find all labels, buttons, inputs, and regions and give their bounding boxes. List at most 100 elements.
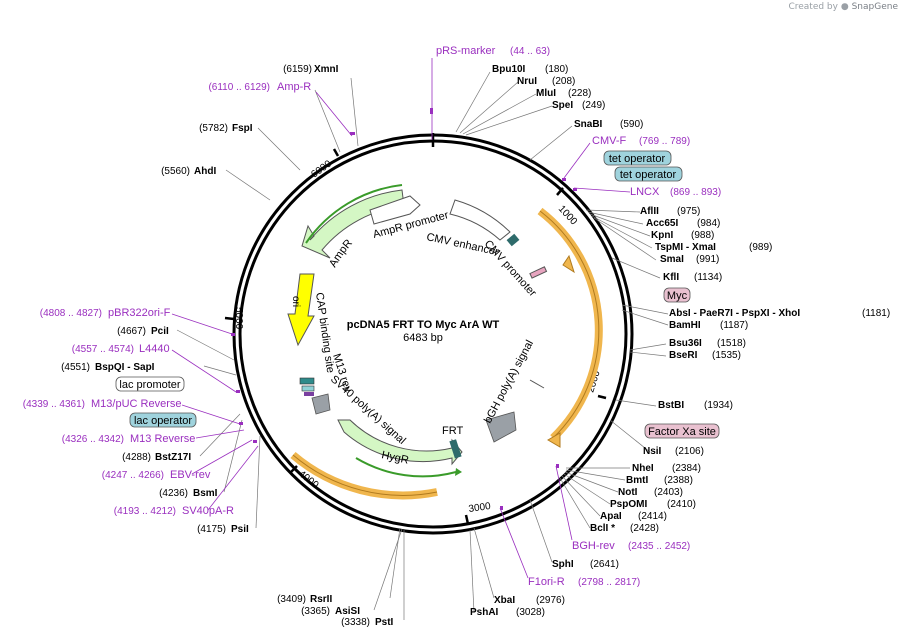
site-noti[interactable]: NotI(2403) <box>618 487 683 498</box>
site-rsrii[interactable]: (3409)RsrII <box>277 594 332 605</box>
primer-ebv-rev[interactable]: (4247 .. 4266)EBV-rev <box>102 469 211 481</box>
primer-bgh-rev[interactable]: BGH-rev (2435 .. 2452) <box>572 540 690 552</box>
svg-text:(590): (590) <box>620 119 643 130</box>
svg-text:(988): (988) <box>691 230 714 241</box>
frt-feature[interactable] <box>449 439 462 459</box>
svg-text:(2641): (2641) <box>590 559 619 570</box>
site-pshai[interactable]: PshAI(3028) <box>470 607 545 618</box>
myc-tag-feature[interactable] <box>529 266 548 279</box>
primer-amp-r[interactable]: (6110 .. 6129)Amp-R <box>208 81 311 93</box>
svg-text:XmnI: XmnI <box>314 64 339 75</box>
svg-text:(2403): (2403) <box>654 487 683 498</box>
svg-text:XbaI: XbaI <box>494 595 515 606</box>
svg-text:KflI: KflI <box>663 272 679 283</box>
site-bcli[interactable]: BclI *(2428) <box>590 523 659 534</box>
svg-text:(3409): (3409) <box>277 594 306 605</box>
ampr-promoter-feature[interactable] <box>369 195 421 225</box>
site-kfli[interactable]: KflI(1134) <box>663 272 722 283</box>
plasmid-name: pcDNA5 FRT TO Myc ArA WT <box>347 319 500 331</box>
bgh-polya-label: bGH poly(A) signal <box>482 338 536 425</box>
svg-text:pBR322ori-F: pBR322ori-F <box>108 307 171 319</box>
hygr-feature[interactable] <box>337 419 463 466</box>
primer-f1ori-r[interactable]: F1ori-R(2798 .. 2817) <box>528 576 640 588</box>
primer-markers <box>231 108 577 510</box>
svg-text:Bsu36I: Bsu36I <box>669 338 702 349</box>
site-bseri[interactable]: BseRI(1535) <box>669 350 741 361</box>
site-bpu10i[interactable]: Bpu10I(180) <box>492 64 568 75</box>
site-nhei[interactable]: NheI(2384) <box>632 463 701 474</box>
primer-cmv-f[interactable]: CMV-F(769 .. 789) <box>592 135 690 147</box>
cmv-promoter-feature[interactable] <box>506 233 520 247</box>
svg-text:SmaI: SmaI <box>660 254 684 265</box>
svg-text:(2106): (2106) <box>675 446 704 457</box>
site-bstz17i[interactable]: (4288)BstZ17I <box>122 452 191 463</box>
svg-text:LNCX: LNCX <box>630 186 660 198</box>
svg-text:BsmI: BsmI <box>193 488 218 499</box>
site-sphi[interactable]: SphI(2641) <box>552 559 619 570</box>
site-bstbi[interactable]: BstBI(1934) <box>658 400 733 411</box>
site-tspmi-xmai[interactable]: TspMI - XmaI(989) <box>655 242 772 253</box>
svg-text:FspI: FspI <box>232 123 253 134</box>
primer-prs-marker[interactable]: pRS-marker(44 .. 63) <box>436 45 550 57</box>
box-myc[interactable]: Myc <box>663 287 691 303</box>
site-psti[interactable]: (3338)PstI <box>341 617 393 628</box>
box-tet-operator-1[interactable]: tet operator <box>603 150 672 166</box>
site-bspqi-sapi[interactable]: (4551)BspQI - SapI <box>61 362 155 373</box>
site-asisi[interactable]: (3365)AsiSI <box>301 606 360 617</box>
svg-text:L4440: L4440 <box>139 343 170 355</box>
site-xbai[interactable]: XbaI(2976) <box>494 595 565 606</box>
site-pspomi[interactable]: PspOMI(2410) <box>610 499 696 510</box>
tick-label-5000: 5000 <box>233 307 244 330</box>
site-spei[interactable]: SpeI(249) <box>552 100 605 111</box>
site-kpni[interactable]: KpnI(988) <box>651 230 714 241</box>
site-pcii[interactable]: (4667)PciI <box>117 326 169 337</box>
site-smai[interactable]: SmaI(991) <box>660 254 719 265</box>
hygr-label: HygR <box>380 449 409 466</box>
site-bsmi[interactable]: (4236)BsmI <box>159 488 218 499</box>
site-nsii[interactable]: NsiI(2106) <box>643 446 704 457</box>
svg-text:SnaBI: SnaBI <box>574 119 603 130</box>
bgh-polya-feature[interactable] <box>485 411 517 443</box>
primer-m13-puc-reverse[interactable]: (4339 .. 4361)M13/pUC Reverse <box>23 398 182 410</box>
site-nrui[interactable]: NruI(208) <box>517 76 575 87</box>
site-psii[interactable]: (4175)PsiI <box>197 524 249 535</box>
site-aflii[interactable]: AflII(975) <box>640 206 700 217</box>
site-ahdi[interactable]: (5560)AhdI <box>161 166 216 177</box>
site-snabi[interactable]: SnaBI (590) <box>574 119 643 130</box>
tick-label-3000: 3000 <box>468 501 492 515</box>
primer-m13-reverse[interactable]: (4326 .. 4342)M13 Reverse <box>62 433 196 445</box>
svg-text:(2384): (2384) <box>672 463 701 474</box>
svg-text:(4339 .. 4361): (4339 .. 4361) <box>23 399 85 410</box>
site-bsu36i[interactable]: Bsu36I(1518) <box>669 338 746 349</box>
site-bamhi[interactable]: BamHI(1187) <box>669 320 748 331</box>
site-fspi[interactable]: (5782)FspI <box>199 123 253 134</box>
box-lac-operator[interactable]: lac operator <box>129 412 197 428</box>
svg-text:(2435 .. 2452): (2435 .. 2452) <box>628 541 690 552</box>
box-factor-xa-site[interactable]: Factor Xa site <box>644 423 720 439</box>
svg-text:Acc65I: Acc65I <box>646 218 678 229</box>
primer-l4440[interactable]: (4557 .. 4574)L4440 <box>72 343 170 355</box>
svg-text:BstZ17I: BstZ17I <box>155 452 191 463</box>
svg-text:BGH-rev: BGH-rev <box>572 540 615 552</box>
lac-operator-feature[interactable] <box>299 377 315 385</box>
svg-text:BmtI: BmtI <box>626 475 648 486</box>
primer-lncx[interactable]: LNCX(869 .. 893) <box>630 186 721 198</box>
svg-text:(180): (180) <box>545 64 568 75</box>
primer-sv40pa-r[interactable]: (4193 .. 4212)SV40pA-R <box>114 505 234 517</box>
box-tet-operator-2[interactable]: tet operator <box>614 166 683 182</box>
site-mlui[interactable]: MluI(228) <box>536 88 591 99</box>
site-apai[interactable]: ApaI(2414) <box>600 511 667 522</box>
box-lac-promoter[interactable]: lac promoter <box>115 376 185 392</box>
site-acc65i[interactable]: Acc65I(984) <box>646 218 720 229</box>
site-xmni[interactable]: (6159)XmnI <box>283 64 339 75</box>
svg-text:(1181): (1181) <box>862 308 890 319</box>
lac-promoter-feature[interactable] <box>301 385 315 392</box>
cmv-enhancer-feature[interactable] <box>449 199 511 241</box>
primer-pbr322ori-f[interactable]: (4808 .. 4827)pBR322ori-F <box>40 307 171 319</box>
svg-text:BseRI: BseRI <box>669 350 698 361</box>
cap-feature-block[interactable] <box>311 393 331 415</box>
site-absi-xhoi[interactable]: AbsI - PaeR7I - PspXI - XhoI(1181) <box>669 308 890 319</box>
m13-primer-feature[interactable] <box>304 392 314 396</box>
site-bmti[interactable]: BmtI(2388) <box>626 475 693 486</box>
ori-feature[interactable] <box>287 273 315 347</box>
